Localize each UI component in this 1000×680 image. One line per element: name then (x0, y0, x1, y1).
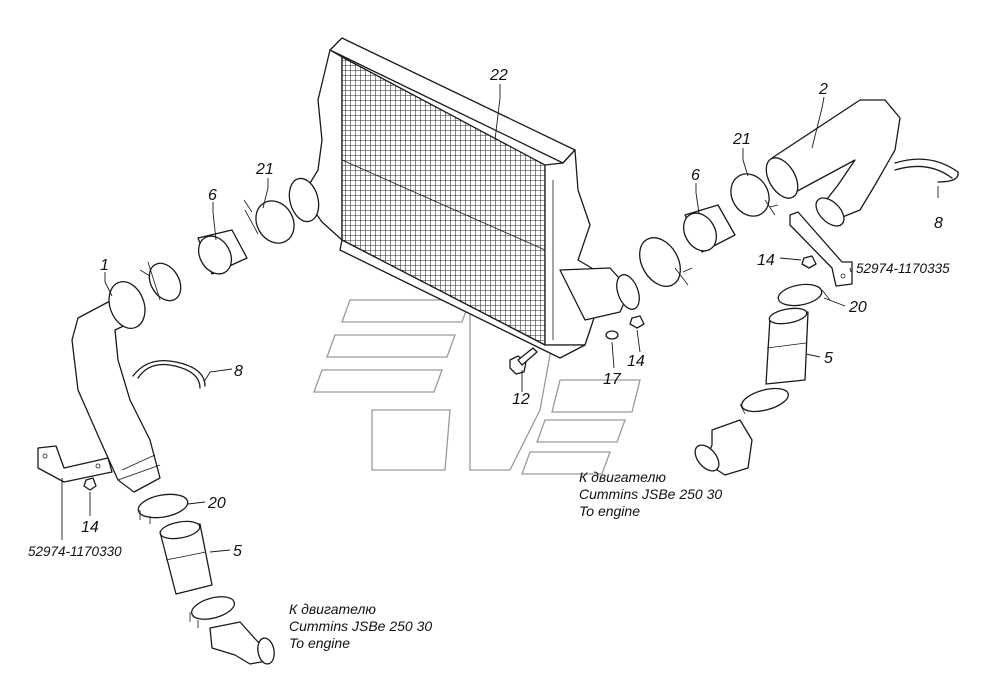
hose-8-left (132, 359, 206, 389)
callout-21-right: 21 (732, 131, 751, 148)
engine-note-left-line1: К двигателю (289, 601, 376, 617)
callout-14-center: 14 (627, 353, 645, 370)
right-lower-hoses (694, 283, 831, 476)
engine-note-right-line3: To engine (579, 503, 640, 519)
callout-14-right-top: 14 (757, 252, 775, 269)
engine-note-right-line1: К двигателю (579, 469, 666, 485)
callout-21-left: 21 (255, 161, 274, 178)
leader-lines (61, 84, 939, 553)
pipe-1 (71, 281, 161, 493)
pipe-2 (765, 99, 901, 227)
callout-5-right: 5 (824, 350, 833, 367)
callout-20-left: 20 (207, 495, 226, 512)
bracket-left (37, 445, 113, 491)
fasteners-center (509, 315, 645, 375)
callout-12: 12 (512, 391, 530, 408)
callout-20-right: 20 (848, 299, 867, 316)
engine-note-left-line3: To engine (289, 635, 350, 651)
left-connector-set (139, 199, 295, 302)
engine-note-left: К двигателю Cummins JSBe 250 30 To engin… (289, 601, 432, 651)
callout-6-left: 6 (208, 187, 217, 204)
engine-note-right-line2: Cummins JSBe 250 30 (579, 486, 722, 502)
hose-8-right (894, 158, 959, 183)
part-number-left: 52974-1170330 (28, 544, 122, 559)
left-lower-hoses (137, 493, 275, 665)
callout-8-left: 8 (234, 363, 243, 380)
callout-1: 1 (100, 257, 109, 274)
right-connector-set (639, 173, 779, 287)
charge-air-cooler (288, 37, 640, 359)
bracket-right (789, 211, 853, 287)
callout-5-left: 5 (233, 543, 242, 560)
engine-note-right: К двигателю Cummins JSBe 250 30 To engin… (579, 469, 722, 519)
engine-note-left-line2: Cummins JSBe 250 30 (289, 618, 432, 634)
callout-14-left: 14 (81, 519, 99, 536)
part-number-right: 52974-1170335 (856, 261, 950, 276)
callout-17: 17 (603, 371, 622, 388)
callout-2: 2 (818, 81, 828, 98)
callout-22: 22 (489, 67, 508, 84)
callout-8-right: 8 (934, 215, 943, 232)
callout-6-right: 6 (691, 167, 700, 184)
